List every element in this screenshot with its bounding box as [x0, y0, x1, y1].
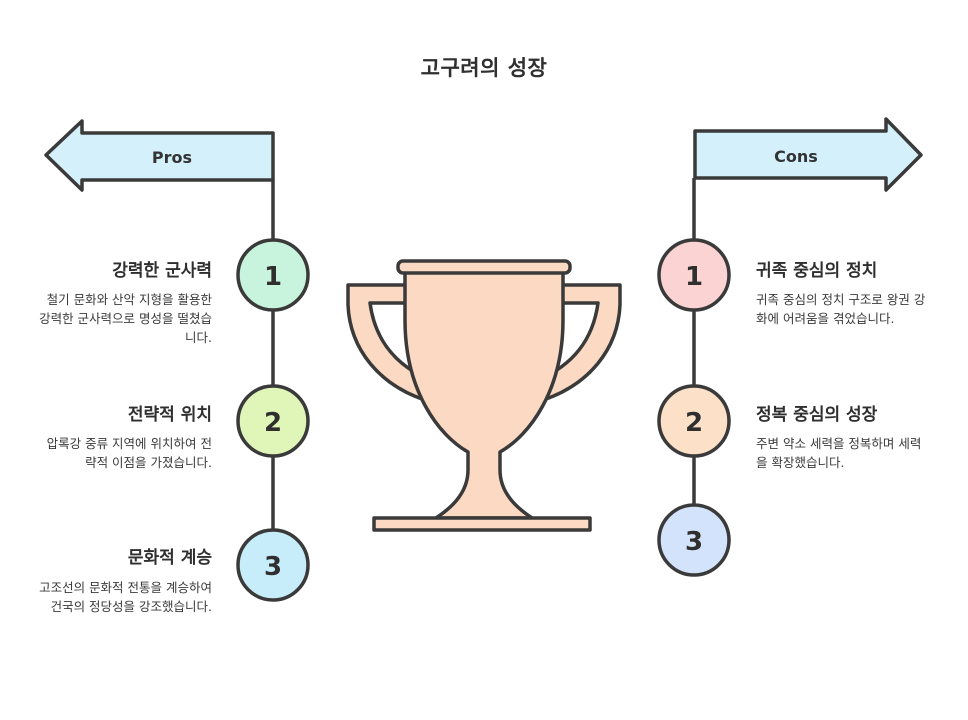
pros-label: Pros — [152, 148, 192, 167]
pros-number-1: 1 — [264, 262, 282, 292]
pros-item-2-description: 압록강 중류 지역에 위치하여 전략적 이점을 가졌습니다. — [46, 436, 212, 470]
cons-node-2: 2 — [657, 384, 731, 458]
pros-item-2-title: 전략적 위치 — [127, 405, 212, 425]
pros-item-1-description: 철기 문화와 산악 지형을 활용한 강력한 군사력으로 명성을 떨쳤습니다. — [39, 292, 212, 345]
cons-number-3: 3 — [685, 527, 703, 557]
cons-item-2-title: 정복 중심의 성장 — [756, 405, 878, 425]
pros-item-3-title: 문화적 계승 — [127, 548, 212, 568]
cons-label: Cons — [774, 147, 818, 166]
pros-arrow: Pros — [44, 119, 275, 192]
cons-arrow: Cons — [693, 117, 923, 192]
pros-number-2: 2 — [264, 408, 282, 438]
cons-node-1: 1 — [657, 238, 731, 312]
cons-number-1: 1 — [685, 262, 703, 292]
arrow-left-icon — [44, 119, 275, 192]
cons-number-2: 2 — [685, 408, 703, 438]
pros-item-1-title: 강력한 군사력 — [112, 261, 212, 281]
pros-item-3-description: 고조선의 문화적 전통을 계승하여 건국의 정당성을 강조했습니다. — [39, 580, 212, 614]
trophy-icon — [346, 259, 622, 532]
pros-node-1: 1 — [236, 238, 310, 312]
page-title: 고구려의 성장 — [420, 56, 548, 80]
cons-item-1-title: 귀족 중심의 정치 — [756, 261, 878, 281]
arrow-right-icon — [693, 117, 923, 192]
pros-node-2: 2 — [236, 384, 310, 458]
pros-node-3: 3 — [236, 528, 310, 602]
cons-item-1-description: 귀족 중심의 정치 구조로 왕권 강화에 어려움을 겪었습니다. — [756, 292, 926, 326]
cons-item-2-description: 주변 약소 세력을 정복하며 세력을 확장했습니다. — [756, 436, 922, 470]
pros-number-3: 3 — [264, 552, 282, 582]
cons-node-3: 3 — [657, 503, 731, 577]
